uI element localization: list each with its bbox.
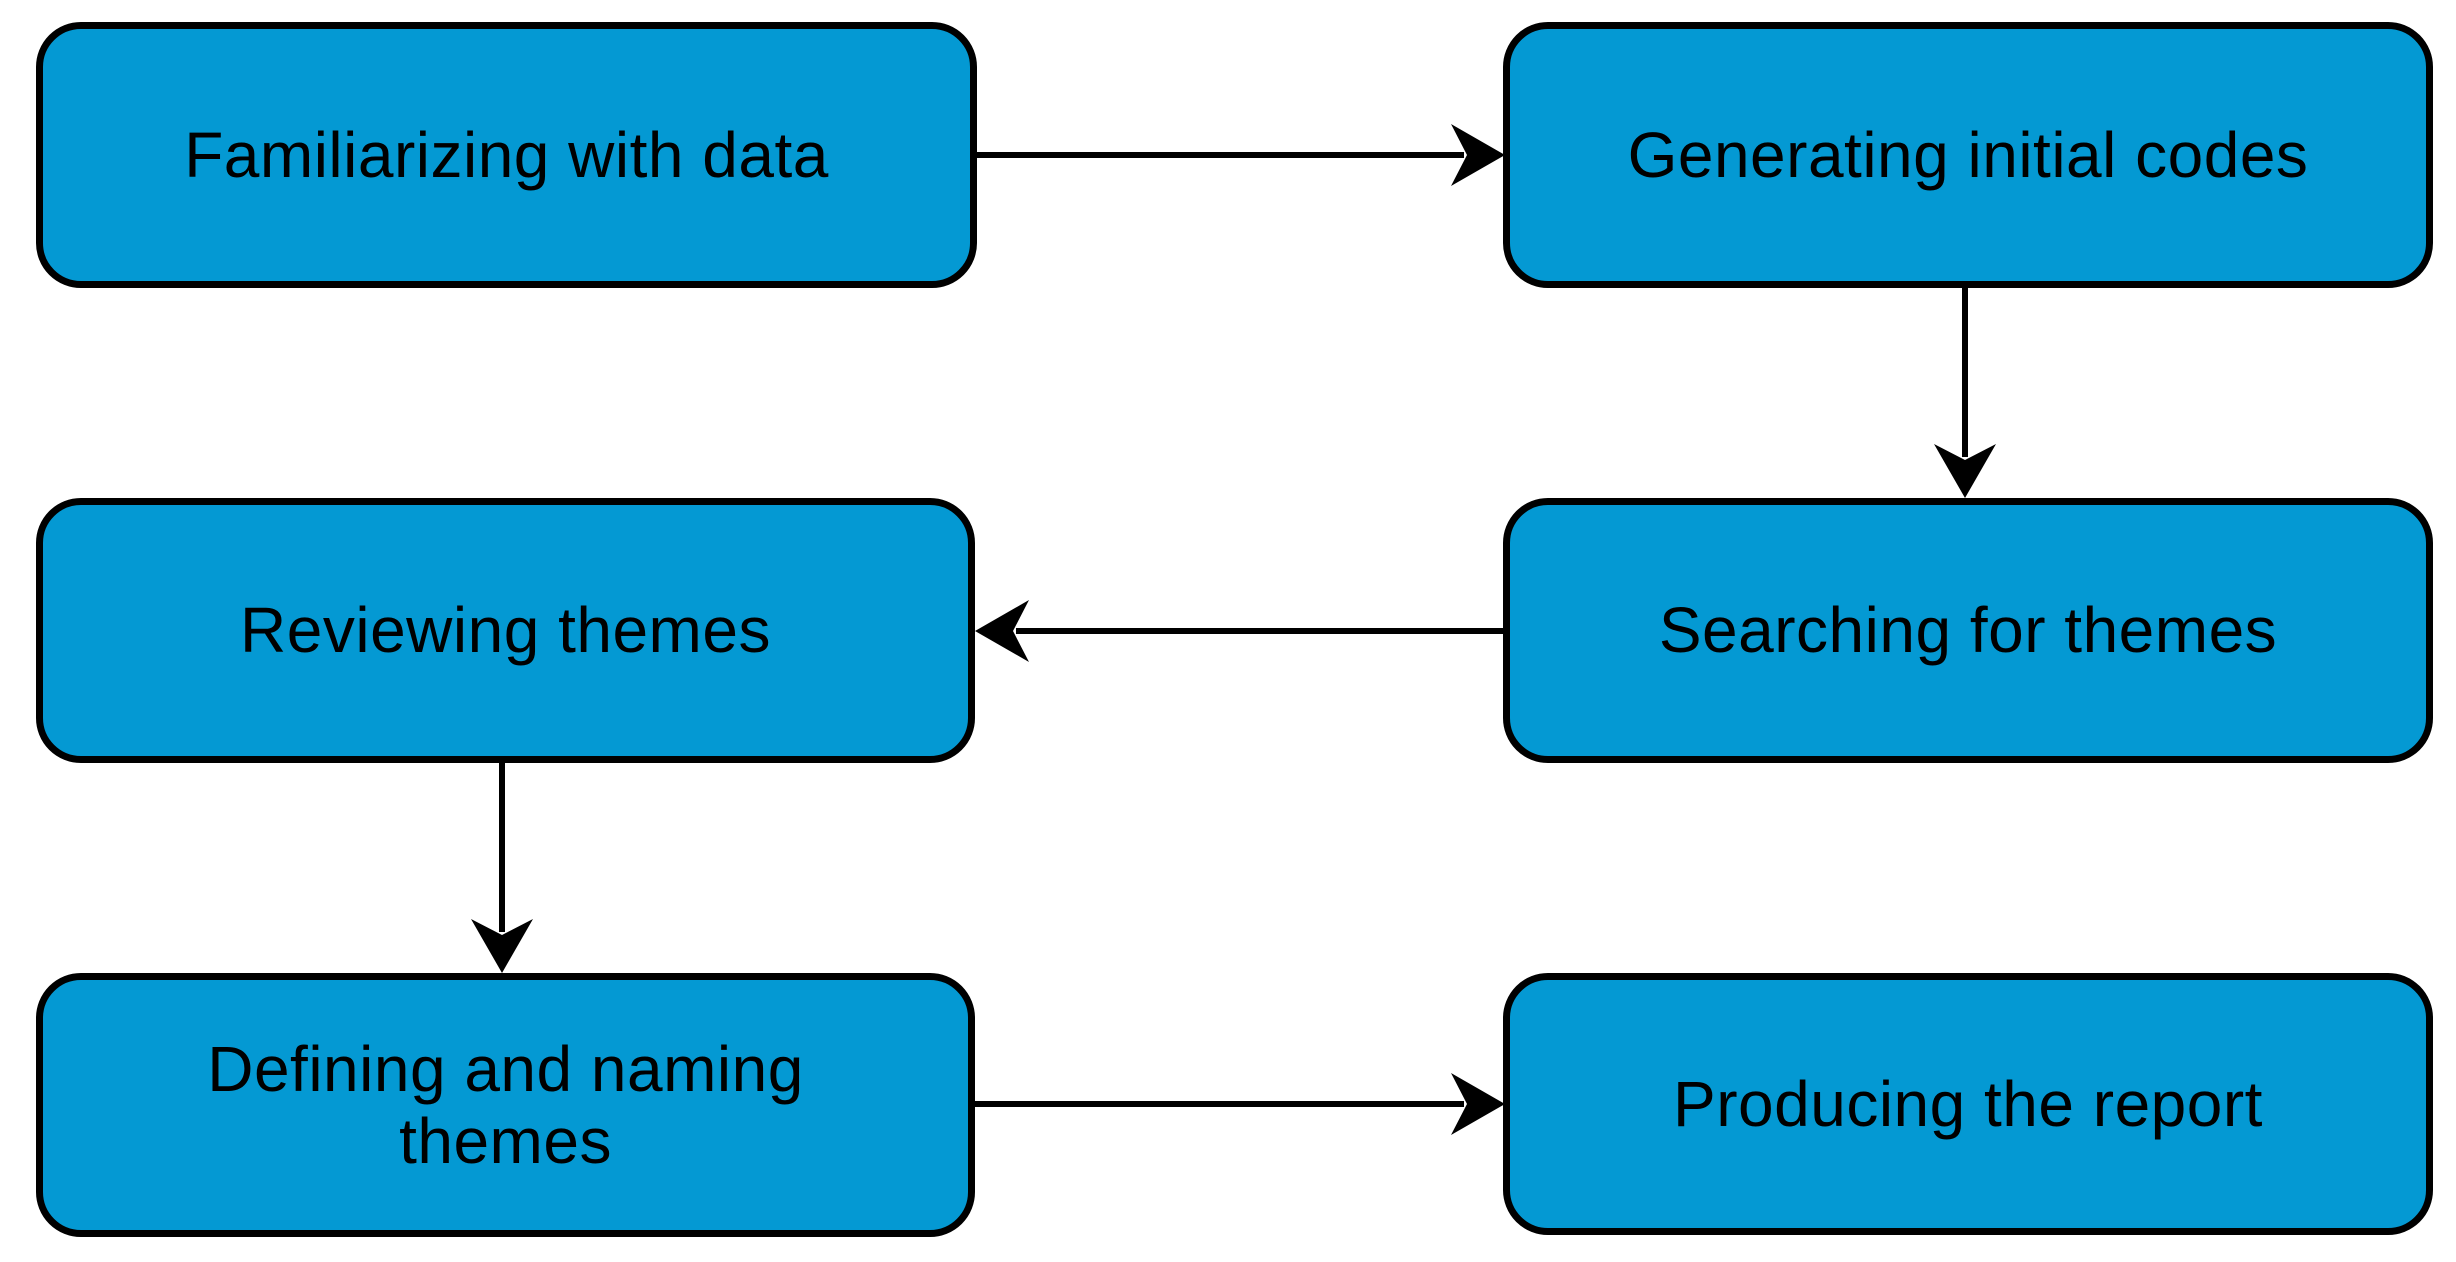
node-label: Searching for themes	[1658, 594, 2278, 667]
node-label: Defining and naming themes	[207, 1032, 804, 1177]
node-reviewing-themes: Reviewing themes	[36, 498, 975, 763]
arrow-reviewing-to-defining	[471, 763, 533, 973]
node-label: Producing the report	[1673, 1067, 2263, 1140]
node-defining-and-naming-themes: Defining and naming themes	[36, 973, 975, 1237]
node-label: Generating initial codes	[1627, 118, 2309, 191]
node-familiarizing-with-data: Familiarizing with data	[36, 22, 977, 288]
arrow-defining-to-producing	[975, 1073, 1505, 1135]
node-generating-initial-codes: Generating initial codes	[1503, 22, 2433, 288]
node-label: Familiarizing with data	[184, 118, 829, 191]
arrow-searching-to-reviewing	[975, 600, 1503, 662]
arrow-generating-to-searching	[1934, 288, 1996, 498]
node-searching-for-themes: Searching for themes	[1503, 498, 2433, 763]
node-label: Reviewing themes	[240, 594, 771, 667]
node-producing-the-report: Producing the report	[1503, 973, 2433, 1235]
arrow-familiarizing-to-generating	[977, 124, 1505, 186]
